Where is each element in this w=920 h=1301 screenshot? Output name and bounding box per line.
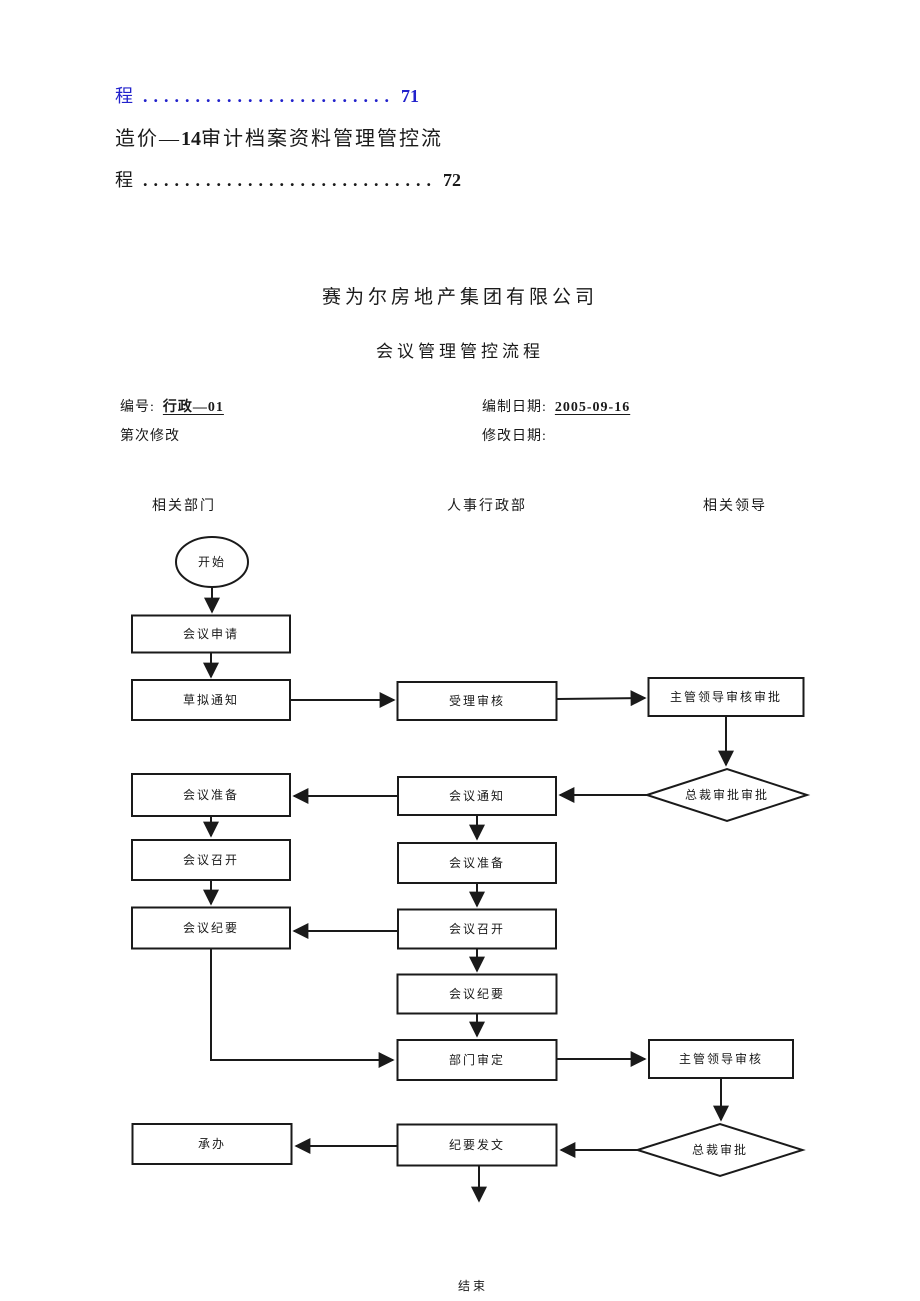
lane-header-related-departments: 相关部门 <box>152 499 216 514</box>
doc-number-row: 编号: 行政—01 <box>120 396 224 416</box>
modified-date-label: 修改日期: <box>482 429 547 444</box>
node-label-meeting-hold-left: 会议召开 <box>183 853 239 867</box>
node-label-meeting-minutes-mid: 会议纪要 <box>449 987 505 1001</box>
toc-entry-72: 程............................ 72 <box>115 166 461 192</box>
node-label-accept-review: 受理审核 <box>449 693 505 708</box>
node-label-department-finalize: 部门审定 <box>449 1052 505 1067</box>
node-label-minutes-issue: 纪要发文 <box>449 1137 505 1152</box>
node-label-draft-notice: 草拟通知 <box>183 693 239 707</box>
doc-number-value: 行政—01 <box>162 400 224 415</box>
lane-header-hr-admin: 人事行政部 <box>447 499 527 514</box>
node-meeting-request: 会议申请 <box>131 614 291 654</box>
node-label-meeting-minutes-left: 会议纪要 <box>183 921 239 935</box>
node-label-supervisor-review-approve: 主管领导审核审批 <box>670 689 782 704</box>
node-draft-notice: 草拟通知 <box>131 679 291 721</box>
node-start: 开始 <box>175 536 249 588</box>
node-label-president-approval-1: 总裁审批审批 <box>685 787 769 802</box>
toc-entry-72-label: 程 <box>115 170 133 190</box>
node-supervisor-review-approve: 主管领导审核审批 <box>647 677 805 717</box>
node-meeting-hold-mid: 会议召开 <box>397 908 557 950</box>
created-date-row: 编制日期: 2005-09-16 <box>482 396 630 416</box>
node-supervisor-review: 主管领导审核 <box>648 1039 794 1079</box>
created-date-label: 编制日期: <box>482 400 547 415</box>
toc-entry-prefix: 造价— <box>115 128 181 150</box>
node-president-approval-2: 总裁审批 <box>634 1122 806 1178</box>
doc-number-label: 编号: <box>120 400 155 415</box>
node-label-president-approval-2: 总裁审批 <box>692 1142 748 1157</box>
node-department-finalize: 部门审定 <box>396 1039 558 1081</box>
node-meeting-hold-left: 会议召开 <box>131 839 291 881</box>
node-label-meeting-prep-left: 会议准备 <box>183 788 239 802</box>
edge-accept-to-supervisor1 <box>556 690 647 707</box>
created-date-value: 2005-09-16 <box>554 400 631 415</box>
node-label-start: 开始 <box>198 555 226 569</box>
toc-entry-suffix: 审计档案资料管理管控流 <box>201 128 443 150</box>
toc-entry-number: 14 <box>181 128 201 150</box>
node-undertake: 承办 <box>131 1123 293 1165</box>
node-meeting-prep-left: 会议准备 <box>131 773 291 817</box>
node-meeting-minutes-left: 会议纪要 <box>131 906 291 950</box>
node-label-meeting-prep-mid: 会议准备 <box>449 856 505 870</box>
node-label-meeting-hold-mid: 会议召开 <box>449 922 505 936</box>
node-label-supervisor-review: 主管领导审核 <box>679 1051 763 1066</box>
toc-entry-71: 程........................ 71 <box>115 82 419 108</box>
toc-leader-dots: ........................ <box>143 86 395 106</box>
node-label-meeting-request: 会议申请 <box>183 627 239 641</box>
node-meeting-minutes-mid: 会议纪要 <box>396 973 558 1015</box>
edge-minutes-left-to-department <box>210 949 395 1068</box>
node-meeting-notice: 会议通知 <box>397 776 557 816</box>
toc-leader-dots: ............................ <box>143 170 437 190</box>
lane-header-related-leaders: 相关领导 <box>703 499 767 514</box>
toc-page-number-72: 72 <box>443 170 461 190</box>
flow-end-label: 结束 <box>458 1279 489 1293</box>
revision-label: 第次修改 <box>120 429 180 444</box>
node-accept-review: 受理审核 <box>396 681 558 721</box>
toc-entry-71-label: 程 <box>115 86 133 106</box>
page-title: 会议管理管控流程 <box>376 342 544 361</box>
node-meeting-prep-mid: 会议准备 <box>397 842 557 884</box>
node-label-meeting-notice: 会议通知 <box>449 789 505 803</box>
company-title: 赛为尔房地产集团有限公司 <box>321 287 598 308</box>
node-president-approval-1: 总裁审批审批 <box>643 767 811 823</box>
node-label-undertake: 承办 <box>198 1136 226 1151</box>
node-minutes-issue: 纪要发文 <box>396 1123 558 1167</box>
toc-page-number-71: 71 <box>401 86 419 106</box>
toc-entry-cost-14: 造价—14审计档案资料管理管控流 <box>115 122 443 151</box>
